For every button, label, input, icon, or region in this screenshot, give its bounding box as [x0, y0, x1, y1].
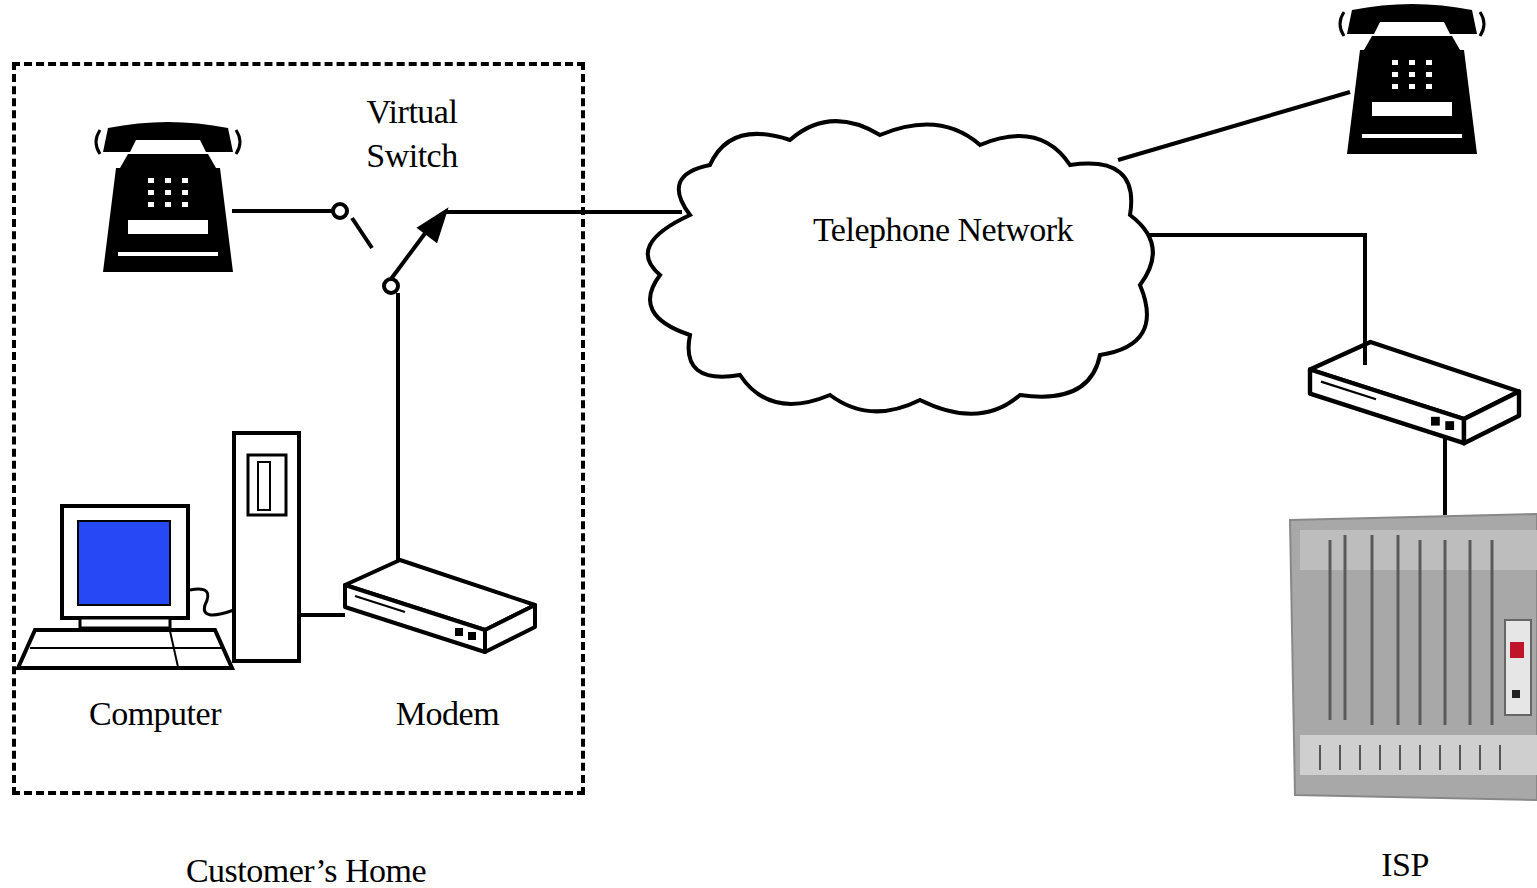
connector-line [300, 613, 345, 617]
virtual-switch [232, 204, 445, 293]
switch-label: Virtual Switch [342, 90, 482, 178]
computer-node: Computer [15, 432, 300, 737]
telephone-icon [96, 122, 240, 272]
modem-node: Modem [345, 560, 535, 737]
connector-line [1147, 235, 1445, 515]
modem-icon [1310, 342, 1519, 443]
node-label: Modem [345, 692, 550, 736]
connector-line [398, 212, 682, 560]
isp-node: ISP [1285, 515, 1537, 885]
telephone-icon [1340, 4, 1484, 154]
server-rack [1290, 514, 1537, 800]
region-box: Customer’s HomeComputerModem [12, 62, 585, 795]
network-cloud: Telephone Network [620, 105, 1175, 425]
node-label: Telephone Network [793, 208, 1093, 252]
cloud-outline [620, 105, 1175, 425]
node-label: ISP [1345, 843, 1465, 887]
phone-line [1118, 92, 1350, 160]
node-label: Computer [30, 692, 280, 736]
computer-icon [18, 433, 299, 668]
modem-icon [345, 560, 535, 652]
node-label: Customer’s Home [56, 849, 556, 888]
